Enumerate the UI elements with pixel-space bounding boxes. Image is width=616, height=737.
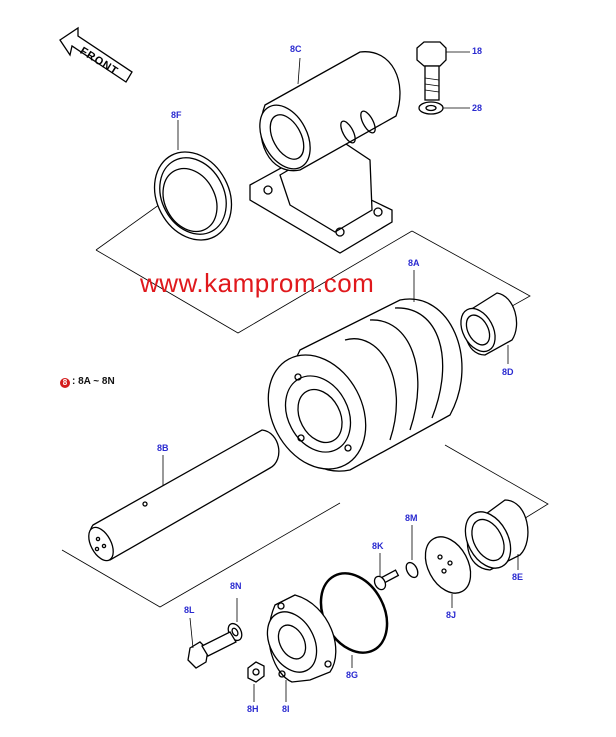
bolt-8k-icon [373,553,400,591]
callout-28: 28 [472,103,483,113]
callout-8g: 8G [346,670,359,680]
watermark: www.kamprom.com [140,268,375,298]
callout-8m: 8M [405,513,418,523]
bushing-8e-icon [464,499,529,571]
bushing-8d-icon [460,292,518,364]
seal-8f-icon [153,120,233,241]
callout-8c: 8C [290,44,302,54]
bolt-18-icon [416,41,470,101]
roller-8a-icon [267,270,463,472]
group-outline-upper [95,230,413,334]
callout-8d: 8D [502,367,514,377]
plate-8j-icon [424,536,472,608]
bolt-8l-icon [187,617,237,669]
cover-8i-icon [266,594,337,702]
callout-8b: 8B [157,443,169,453]
callout-8e: 8E [512,572,524,582]
washer-28-icon [418,101,470,115]
group-outline-top-right [411,230,531,311]
callout-18: 18 [472,46,483,56]
nut-8h-icon [247,661,265,702]
shaft-8b-icon [88,429,280,562]
legend-marker-icon: 8 [60,378,70,388]
callout-8h: 8H [247,704,259,714]
callout-8k: 8K [372,541,384,551]
housing-8c-icon [249,51,401,254]
washer-8m-icon [405,525,419,579]
callout-8i: 8I [282,704,290,714]
callout-8n: 8N [230,581,242,591]
legend: 8: 8A ~ 8N [60,376,115,388]
legend-text: 8A ~ 8N [78,376,115,387]
callout-8l: 8L [184,605,195,615]
callout-8f: 8F [171,110,182,120]
front-arrow-icon [59,26,133,83]
callout-8j: 8J [446,610,457,620]
callout-8a: 8A [408,258,420,268]
group-outline-lower [61,502,341,608]
